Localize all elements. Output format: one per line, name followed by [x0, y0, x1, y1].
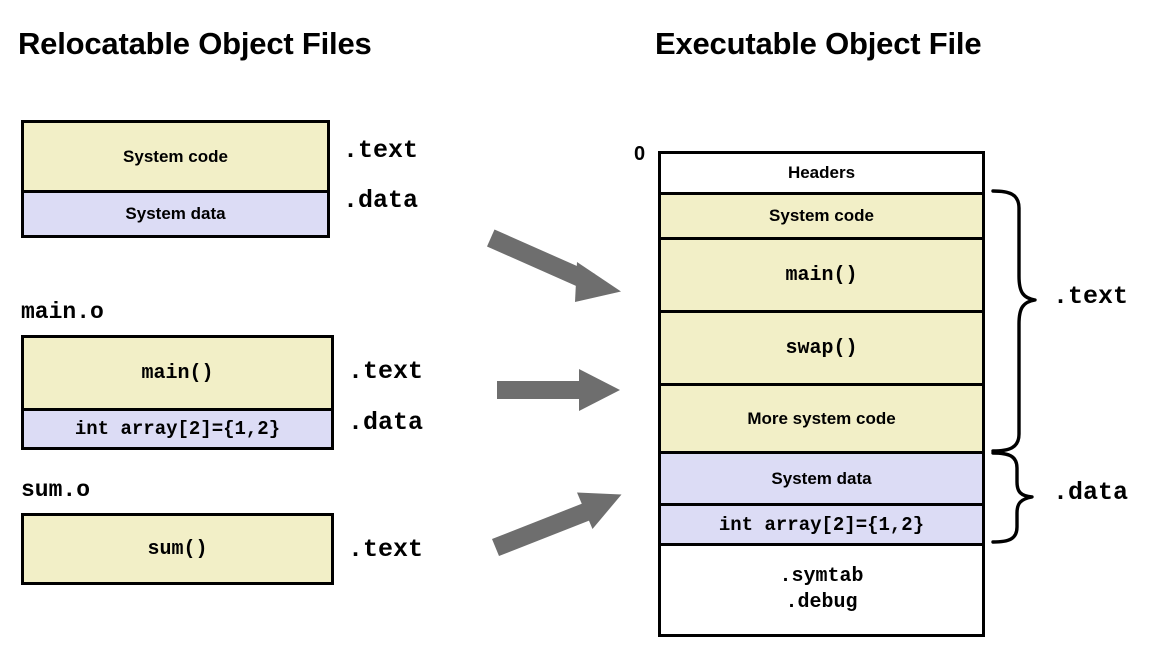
left-column-title: Relocatable Object Files: [18, 26, 372, 61]
segment-label: main(): [785, 263, 858, 287]
segment-label: More system code: [747, 408, 896, 428]
segment-main-function: main(): [24, 338, 331, 408]
section-tag-data: .data: [343, 186, 419, 215]
segment-label: System data: [125, 204, 226, 223]
segment-label: .symtab .debug: [779, 564, 864, 614]
segment-symtab-debug: .symtab .debug: [661, 543, 982, 634]
right-column-title: Executable Object File: [655, 26, 982, 61]
segment-system-data: System data: [24, 190, 327, 235]
segment-system-code: System code: [24, 123, 327, 190]
segment-sum-function: sum(): [24, 516, 331, 582]
brace-data-section: [991, 451, 1034, 544]
segment-label: Headers: [787, 163, 856, 182]
segment-label: main(): [141, 361, 214, 385]
segment-headers: Headers: [661, 154, 982, 192]
relocatable-file-main-o: main() int array[2]={1,2}: [21, 335, 334, 450]
segment-array-data: int array[2]={1,2}: [24, 408, 331, 447]
file-caption-sum-o: sum.o: [21, 477, 91, 503]
arrow-system-objects-to-exec: [487, 229, 621, 302]
segment-main-function: main(): [661, 237, 982, 310]
segment-label: System data: [771, 468, 872, 488]
segment-system-data: System data: [661, 451, 982, 503]
section-tag-text: .text: [348, 535, 424, 564]
segment-more-system-code: More system code: [661, 383, 982, 451]
brace-tag-data: .data: [1053, 478, 1129, 507]
segment-array-data: int array[2]={1,2}: [661, 503, 982, 543]
segment-swap-function: swap(): [661, 310, 982, 383]
segment-label: int array[2]={1,2}: [74, 418, 281, 440]
brace-text-section: [991, 189, 1037, 453]
section-tag-text: .text: [343, 136, 419, 165]
segment-label: swap(): [785, 336, 858, 360]
start-address-label: 0: [634, 143, 646, 165]
relocatable-file-sum-o: sum(): [21, 513, 334, 585]
section-tag-data: .data: [348, 408, 424, 437]
file-caption-main-o: main.o: [21, 299, 104, 325]
segment-label: sum(): [147, 537, 208, 561]
brace-tag-text: .text: [1053, 282, 1129, 311]
segment-label: System code: [769, 206, 874, 225]
segment-label: System code: [123, 146, 228, 166]
arrow-sum-o-to-exec: [492, 492, 622, 556]
relocatable-file-system-objects: System code System data: [21, 120, 330, 238]
segment-label: int array[2]={1,2}: [718, 513, 925, 536]
arrow-main-o-to-exec: [497, 369, 620, 411]
executable-object-file: Headers System code main() swap() More s…: [658, 151, 985, 637]
segment-system-code: System code: [661, 192, 982, 237]
section-tag-text: .text: [348, 357, 424, 386]
